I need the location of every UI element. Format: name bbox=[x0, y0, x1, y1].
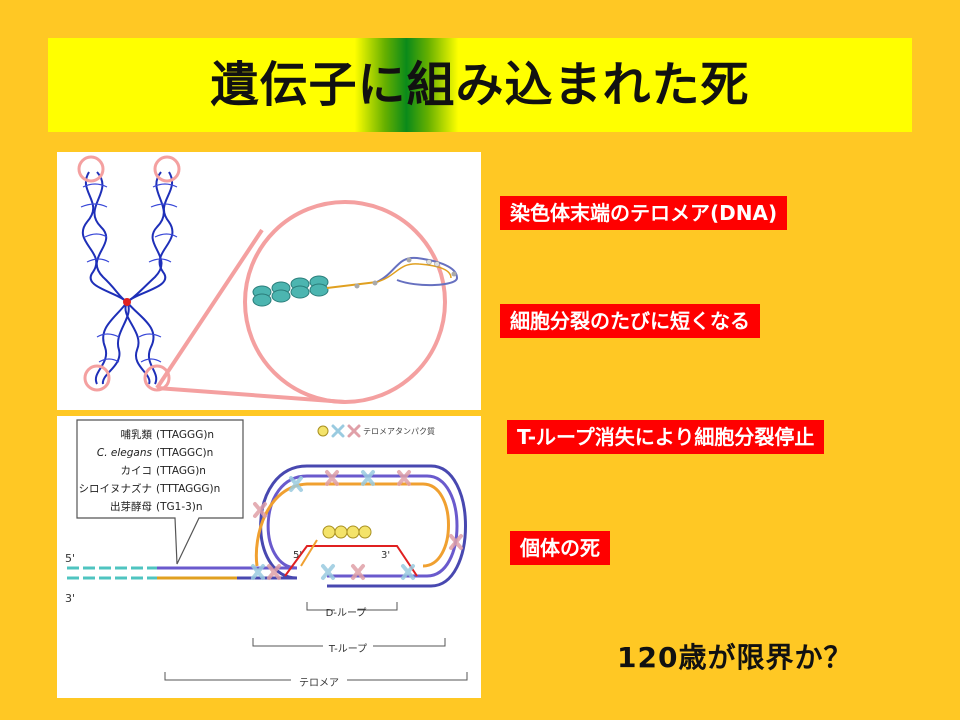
legend-text: テロメアタンパク質 bbox=[363, 426, 435, 436]
inner-5-label: 5' bbox=[293, 550, 302, 561]
label-tloop-stop: T-ループ消失により細胞分裂停止 bbox=[507, 420, 825, 454]
title-bar: 遺伝子に組み込まれた死 bbox=[48, 38, 912, 132]
label-telomere-dna: 染色体末端のテロメア(DNA) bbox=[500, 196, 788, 230]
label-death: 個体の死 bbox=[510, 531, 610, 565]
repeat-sequence-1: (TTAGGG)n bbox=[156, 429, 214, 441]
repeat-sequence-3: (TTAGG)n bbox=[156, 465, 206, 477]
telomere-label: テロメア bbox=[299, 678, 339, 689]
telomere-structure-figure: 哺乳類 (TTAGGG)n C. elegans (TTAGGC)n カイコ (… bbox=[57, 416, 481, 698]
repeat-sequence-4: (TTTAGGG)n bbox=[156, 483, 220, 495]
repeat-sequence-2: (TTAGGC)n bbox=[156, 447, 213, 459]
inner-3-label: 3' bbox=[381, 550, 390, 561]
chromosome-figure bbox=[57, 152, 481, 410]
repeat-organism-1: 哺乳類 bbox=[121, 428, 153, 441]
label-shortening: 細胞分裂のたびに短くなる bbox=[500, 304, 760, 338]
repeat-organism-3: カイコ bbox=[121, 465, 153, 477]
strand-5-label: 5' bbox=[65, 552, 75, 565]
question-text: 120歳が限界か？ bbox=[617, 641, 853, 674]
repeat-organism-2: C. elegans bbox=[97, 447, 153, 459]
strand-3-label: 3' bbox=[65, 592, 75, 605]
d-loop-label: D-ループ bbox=[326, 607, 367, 619]
slide-title: 遺伝子に組み込まれた死 bbox=[210, 57, 750, 113]
t-loop-label: T-ループ bbox=[328, 643, 367, 655]
repeat-organism-4: シロイヌナズナ bbox=[79, 482, 153, 495]
repeat-organism-5: 出芽酵母 bbox=[110, 500, 152, 513]
repeat-sequence-5: (TG1-3)n bbox=[156, 501, 203, 513]
